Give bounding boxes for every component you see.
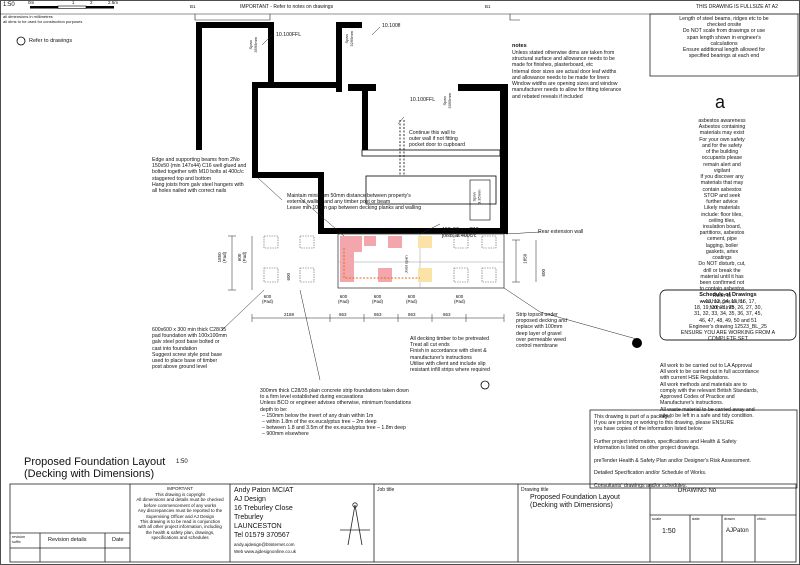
tb-date-col: date <box>692 516 700 521</box>
topsoil-note: Strip topsoil under proposed decking and… <box>516 312 568 350</box>
scale-bar <box>30 5 114 9</box>
decking-timber-note: All decking timber to be pretreated Trea… <box>410 336 490 374</box>
tb-important-body: This drawing is copyright All dimensions… <box>136 492 224 541</box>
tb-important-title: IMPORTANT <box>166 486 194 491</box>
strip-bullet-0: – 150mm below the invert of any drain wi… <box>262 413 374 419</box>
tb-drawn-value: AJPaton <box>726 528 749 534</box>
tb-revision-details: Revision details <box>48 537 87 543</box>
dim-left-vertical: 1850 (Pad) <box>217 251 228 263</box>
existing-walls <box>196 22 508 234</box>
tb-address-2: Treburley <box>234 514 264 521</box>
tb-drawing-title-label: Drawing title <box>521 487 549 493</box>
maintain-distance-note: Maintain minimum 50mm distance between p… <box>287 193 422 212</box>
dim-left-vertical-2: 600 (Pad) <box>237 251 248 263</box>
foundation-pads <box>263 235 497 283</box>
dim-spacing-0: 2188 <box>284 312 295 317</box>
strip-bullet-1: – within 1.8m of the ex.eucalyptus tree … <box>262 419 377 425</box>
dim-spacing-2: 863 <box>374 312 382 317</box>
notes-title: notes <box>512 43 527 49</box>
schedule-title: Schedule of Drawings <box>699 292 757 298</box>
dim-pad-0: 600 (Pad) <box>262 294 274 305</box>
tb-drawing-no-label: DRAWING No <box>678 488 717 494</box>
ffl-label-1: 10.100FFL <box>276 32 302 38</box>
scale-mark-0: 0m <box>28 0 35 5</box>
tb-chkd-label: chkd. <box>757 516 767 521</box>
main-title: Proposed Foundation Layout <box>24 456 166 468</box>
ffl-label-3: 10.100FFL <box>410 97 436 103</box>
package-notice: This drawing is part of a package. If yo… <box>594 414 751 489</box>
main-subtitle: (Decking with Dimensions) <box>24 468 155 480</box>
dim-pad-4: 600 (Pad) <box>454 294 466 305</box>
scale-mark-2: 2 <box>90 0 93 5</box>
span-label-3: Span 3395mm <box>441 93 452 109</box>
strip-bullet-2: – between 1.8 and 3.5m of the ex.eucalyp… <box>262 425 406 431</box>
scale-label: 1:50 <box>3 2 15 8</box>
tb-tel: Tel 01579 370567 <box>234 532 290 539</box>
dim-spacing-1: 863 <box>339 312 347 317</box>
tb-designer-name: Andy Paton MCIAT <box>234 487 294 494</box>
notes-body: Unless stated otherwise dims are taken f… <box>512 50 622 100</box>
steel-beam-notice: Length of steel beams, ridges etc to be … <box>679 16 769 60</box>
ffl-label-2: 10.100fl <box>382 23 401 29</box>
main-title-scale: 1:50 <box>176 459 188 465</box>
tb-job-title-label: Job title <box>377 487 395 493</box>
important-notice: IMPORTANT - Refer to notes on drawings <box>240 4 334 10</box>
dim-spacing-4: 863 <box>443 312 451 317</box>
joist-span-label: Joist span <box>403 255 409 274</box>
sheet-marker-left: B1 <box>190 4 196 9</box>
dim-spacing-3: 863 <box>408 312 416 317</box>
scale-mark-1: 1 <box>72 0 75 5</box>
tb-drawn-label: drawn <box>724 516 735 521</box>
span-label-1: Span 3595mm <box>247 37 258 53</box>
tb-address-1: 16 Treburley Close <box>234 505 293 512</box>
refer-symbol-icon <box>16 36 26 46</box>
dim-right-vertical: 1850 <box>522 253 528 264</box>
sheet-marker: B1 <box>485 4 491 9</box>
strip-bullet-3: – 900mm elsewhere <box>262 431 309 437</box>
title-block-frame <box>9 483 797 563</box>
joists-note: 150x50mm C16 joists at 400c/c <box>442 227 479 240</box>
tb-date-label: Date <box>112 537 124 543</box>
tb-scale-label: scale <box>652 516 662 521</box>
dim-pad-1: 600 (Pad) <box>338 294 350 305</box>
fullsize-notice: THIS DRAWING IS FULLSIZE AT A2 <box>696 4 778 10</box>
rear-extension-wall-label: Rear extension wall <box>538 229 584 235</box>
tb-scale-value: 1:50 <box>662 528 676 535</box>
dim-pad-2: 600 (Pad) <box>372 294 384 305</box>
dim-left-small: 600 <box>286 272 292 281</box>
pad-foundation-note: 600x600 x 300 min thick C28/35 pad found… <box>152 327 227 371</box>
span-label-2: Span 3295mm <box>343 31 354 47</box>
compass-logo-icon <box>340 502 370 546</box>
scale-mark-3: 2.5m <box>108 0 119 5</box>
continue-wall-note: Continue this wall to outer wall if not … <box>409 130 465 149</box>
asbestos-symbol: a <box>714 92 725 112</box>
tb-revision-suffix: revision suffix <box>12 535 26 544</box>
tb-website[interactable]: Web www.ajdesignonline.co.uk <box>234 549 296 554</box>
tb-company: AJ Design <box>234 496 266 503</box>
refer-to-drawings: Refer to drawings <box>29 38 73 44</box>
tb-address-3: LAUNCESTON <box>234 523 282 530</box>
dim-pad-3: 600 (Pad) <box>406 294 418 305</box>
dim-right-small: 600 <box>541 268 547 277</box>
asbestos-warning: asbestos awareness Asbestos containing m… <box>698 118 746 312</box>
span-label-4: Span 3.35mm <box>471 189 482 205</box>
dims-note: all dimensions in millimetres all dims t… <box>3 14 83 24</box>
tb-email[interactable]: andy.ajdesign@btinternet.com <box>234 542 295 547</box>
edge-beams-note: Edge and supporting beams from 2No 150x5… <box>152 157 247 195</box>
work-regulations-notes: All work to be carried out to LA Approva… <box>660 363 759 419</box>
schedule-body: —10, 12, 14, 15, 16, 17, 18, 19, 20, 21,… <box>680 299 776 343</box>
strip-foundation-note: 300mm thick C28/35 plain concrete strip … <box>260 388 412 413</box>
tb-drawing-title: Proposed Foundation Layout (Decking with… <box>530 494 620 510</box>
